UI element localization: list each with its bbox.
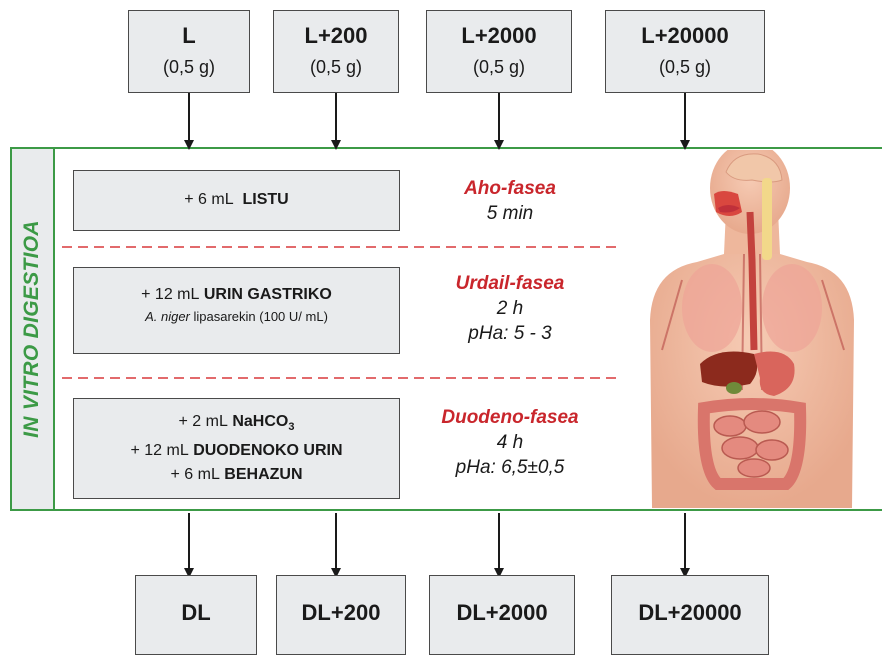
step-reagent: BEHAZUN xyxy=(224,466,302,483)
step-box-gastric: + 12 mL URIN GASTRIKO A. niger lipasarek… xyxy=(73,267,400,354)
formula-subscript: 3 xyxy=(288,421,294,433)
phase-title: Duodeno-fasea xyxy=(410,405,610,430)
step-volume: + 2 mL xyxy=(179,413,228,430)
output-arrows xyxy=(189,513,685,573)
step-reagent: LISTU xyxy=(243,191,289,208)
step-reagent: URIN GASTRIKO xyxy=(204,286,332,303)
phase-duration: 2 h xyxy=(410,296,610,321)
spine xyxy=(762,178,772,260)
phase-label-gastric: Urdail-fasea 2 h pHa: 5 - 3 xyxy=(410,271,610,346)
output-name: DL+200 xyxy=(277,576,405,650)
step-box-duodenal: + 2 mL NaHCO3 + 12 mL DUODENOKO URIN + 6… xyxy=(73,398,400,499)
output-box-dl: DL xyxy=(135,575,257,655)
step-volume: + 6 mL xyxy=(184,191,233,208)
gallbladder xyxy=(726,382,742,394)
output-name: DL+20000 xyxy=(612,576,768,650)
output-box-dl200: DL+200 xyxy=(276,575,406,655)
phase-ph: pHa: 5 - 3 xyxy=(410,321,610,346)
phase-title: Urdail-fasea xyxy=(410,271,610,296)
step-volume: + 12 mL xyxy=(130,442,188,459)
output-name: DL+2000 xyxy=(430,576,574,650)
phase-label-oral: Aho-fasea 5 min xyxy=(410,176,610,226)
step-reagent: NaHCO xyxy=(232,413,288,430)
step-volume: + 6 mL xyxy=(170,466,219,483)
step-box-oral: + 6 mL LISTU xyxy=(73,170,400,231)
left-lung xyxy=(682,264,742,352)
output-box-dl2000: DL+2000 xyxy=(429,575,575,655)
enzyme-source: A. niger xyxy=(145,309,190,324)
phase-title: Aho-fasea xyxy=(410,176,610,201)
phase-duration: 4 h xyxy=(410,430,610,455)
output-name: DL xyxy=(136,576,256,650)
human-digestive-system-illustration xyxy=(622,150,882,508)
phase-ph: pHa: 6,5±0,5 xyxy=(410,455,610,480)
enzyme-note: lipasarekin (100 U/ mL) xyxy=(194,309,328,324)
phase-duration: 5 min xyxy=(410,201,610,226)
input-arrows xyxy=(189,93,685,145)
step-volume: + 12 mL xyxy=(141,286,199,303)
phase-label-duodenal: Duodeno-fasea 4 h pHa: 6,5±0,5 xyxy=(410,405,610,480)
step-reagent: DUODENOKO URIN xyxy=(193,442,342,459)
esophagus xyxy=(750,212,754,350)
output-box-dl20000: DL+20000 xyxy=(611,575,769,655)
right-lung xyxy=(762,264,822,352)
